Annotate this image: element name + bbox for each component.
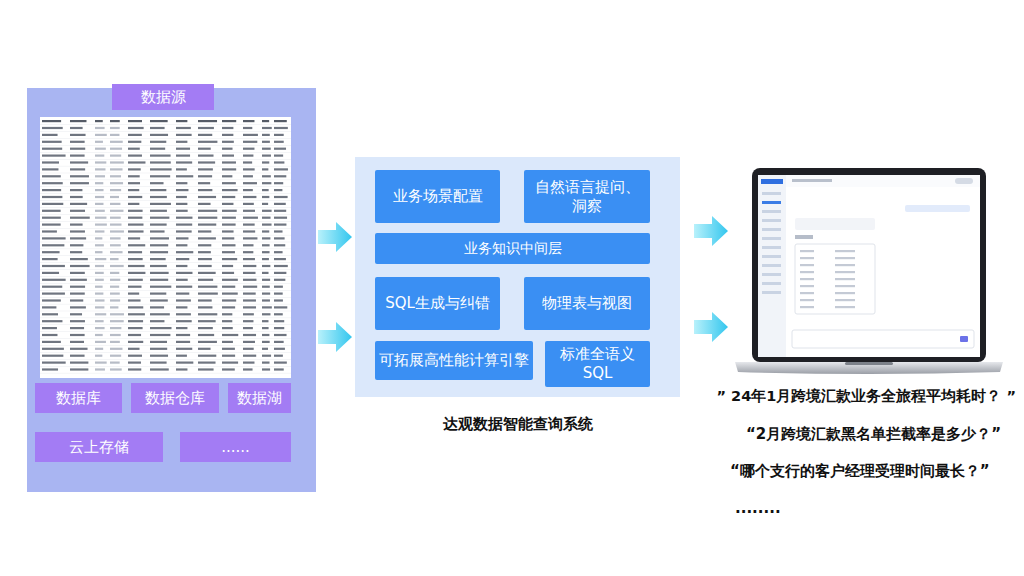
box-label: 业务场景配置 xyxy=(393,187,483,206)
source-panel xyxy=(27,88,316,492)
table-sheet xyxy=(40,117,291,378)
box-label: 云上存储 xyxy=(69,438,129,457)
process-box: 标准全语义SQL xyxy=(545,341,650,387)
laptop xyxy=(735,168,1003,374)
box-label: ...... xyxy=(221,438,250,457)
flow-arrow xyxy=(318,222,352,252)
process-box: ...... xyxy=(180,432,291,462)
example-question: “2月跨境汇款黑名单拦截率是多少？” xyxy=(746,425,1001,444)
box-label: 标准全语义SQL xyxy=(549,345,646,383)
process-box: 可拓展高性能计算引擎 xyxy=(375,341,533,380)
flow-arrow xyxy=(318,322,352,352)
example-question: ........ xyxy=(735,499,781,517)
process-box: 云上存储 xyxy=(35,432,163,462)
system-title: 达观数据智能查询系统 xyxy=(355,415,680,434)
panel-tab: 数据源 xyxy=(112,84,214,110)
group-panel: 数据源数据库数据仓库数据湖云上存储...... xyxy=(27,88,316,492)
table-texture xyxy=(40,120,291,373)
box-label: 数据库 xyxy=(56,389,101,408)
box-label: 自然语言提问、洞察 xyxy=(528,178,646,216)
process-box: 数据湖 xyxy=(228,383,291,413)
example-question: ” 24年1月跨境汇款业务全旅程平均耗时？ ” xyxy=(717,387,1017,406)
system-panel xyxy=(355,157,680,397)
process-box: 数据库 xyxy=(35,383,122,413)
flow-arrow xyxy=(694,216,728,246)
process-box: 物理表与视图 xyxy=(524,277,650,330)
box-label: 可拓展高性能计算引擎 xyxy=(379,351,529,370)
box-label: 业务知识中间层 xyxy=(464,240,562,258)
example-question: “哪个支行的客户经理受理时间最长？” xyxy=(730,462,990,481)
process-box: 自然语言提问、洞察 xyxy=(524,170,650,223)
box-label: 物理表与视图 xyxy=(542,294,632,313)
group-panel: 达观数据智能查询系统业务场景配置自然语言提问、洞察业务知识中间层SQL生成与纠错… xyxy=(355,157,680,397)
box-label: 数据仓库 xyxy=(145,389,205,408)
process-box: 业务场景配置 xyxy=(375,170,500,223)
box-label: SQL生成与纠错 xyxy=(385,294,490,313)
box-label: 数据湖 xyxy=(237,389,282,408)
flow-arrow xyxy=(694,312,728,342)
process-box: 业务知识中间层 xyxy=(375,233,650,264)
process-box: SQL生成与纠错 xyxy=(375,277,500,330)
process-box: 数据仓库 xyxy=(131,383,219,413)
